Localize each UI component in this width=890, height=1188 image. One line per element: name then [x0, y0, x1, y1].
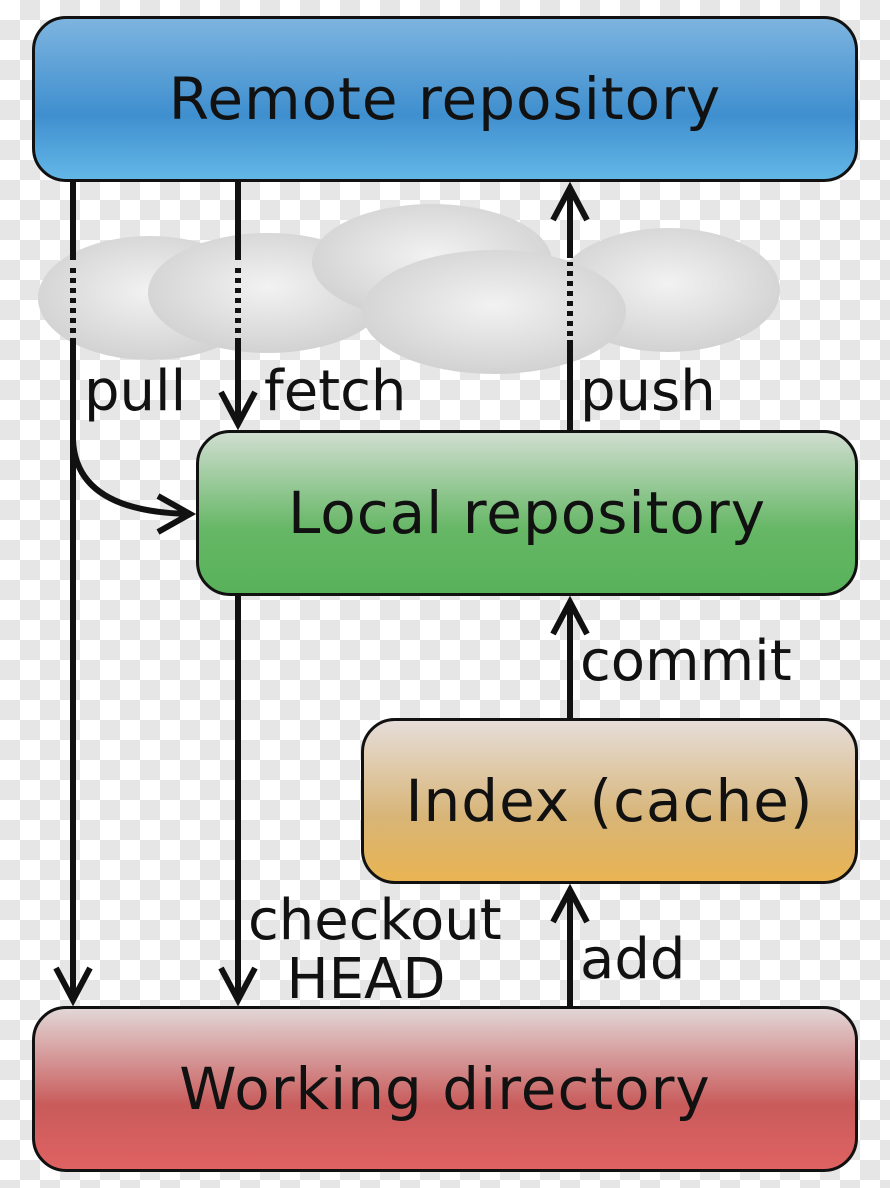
fetch-label: fetch [264, 359, 407, 424]
fetch-arrow-head [218, 390, 258, 431]
push-label: push [580, 359, 716, 424]
commit-arrow-head [550, 595, 590, 636]
remote-repository-box: Remote repository [32, 16, 858, 182]
local-repository-label: Local repository [287, 479, 767, 547]
pull-arrow-head [53, 966, 93, 1007]
checkout-label-line2: HEAD [286, 946, 446, 1012]
pull-label: pull [84, 359, 187, 424]
add-arrow-head [550, 883, 590, 924]
checkout-arrow-head [218, 966, 258, 1007]
checkout-label: checkout HEAD [248, 888, 502, 1012]
index-cache-label: Index (cache) [405, 767, 814, 835]
working-directory-box: Working directory [32, 1006, 858, 1172]
index-cache-box: Index (cache) [361, 718, 858, 884]
push-arrow-head [550, 181, 590, 222]
remote-repository-label: Remote repository [168, 65, 722, 133]
commit-label: commit [580, 629, 792, 694]
add-label: add [580, 927, 686, 992]
checkout-label-line1: checkout [248, 888, 502, 953]
pull-branch-curve [70, 439, 191, 517]
local-repository-box: Local repository [196, 430, 858, 596]
cloud [38, 204, 780, 374]
pull-branch-head [156, 493, 197, 535]
working-directory-label: Working directory [179, 1055, 711, 1123]
